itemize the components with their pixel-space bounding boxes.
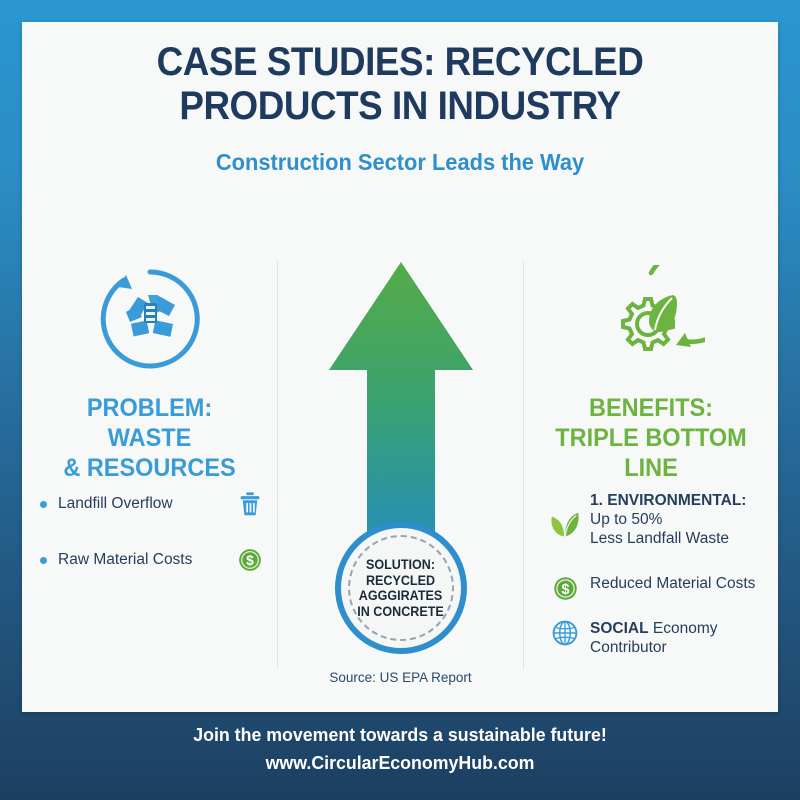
problem-heading-line1: PROBLEM: WASTE — [86, 394, 213, 452]
trash-can-icon — [235, 489, 265, 519]
solution-line2: RECYCLED — [365, 572, 436, 588]
benefits-heading-line1: BENEFITS: — [588, 394, 714, 422]
leaves-icon — [548, 507, 582, 541]
solution-badge: SOLUTION: RECYCLED AGGGIRATES IN CONCRET… — [334, 522, 467, 654]
svg-text:$: $ — [561, 581, 569, 597]
header: CASE STUDIES: RECYCLED PRODUCTS IN INDUS… — [22, 40, 778, 176]
source-note: Source: US EPA Report — [329, 670, 472, 685]
page-subtitle: Construction Sector Leads the Way — [215, 149, 585, 175]
footer: Join the movement towards a sustainable … — [0, 722, 800, 776]
benefit-environmental: 1. ENVIRONMENTAL: Up to 50% Less Landfal… — [548, 491, 778, 548]
solution-line4: IN CONCRETE — [357, 603, 444, 619]
benefit-environmental-detail2: Less Landfall Waste — [590, 530, 730, 547]
up-arrow-icon — [325, 258, 477, 618]
bullet-dot-icon — [40, 500, 47, 508]
footer-website: www.CircularEconomyHub.com — [265, 752, 535, 773]
problem-bullet-label-0: Landfill Overflow — [58, 495, 173, 512]
problem-bullet-label-1: Raw Material Costs — [58, 551, 193, 568]
benefit-number: 1. — [590, 492, 603, 509]
solution-line3: AGGGIRATES — [358, 588, 443, 603]
dollar-coin-icon: $ — [548, 571, 582, 605]
column-divider-right — [523, 260, 524, 670]
benefit-social: SOCIAL Economy Contributor — [548, 616, 778, 657]
benefit-social-detail2: Contributor — [590, 639, 667, 656]
gear-leaf-icon — [597, 247, 740, 373]
solution-line1: SOLUTION: — [365, 557, 436, 572]
benefit-reduced-material-costs: $ Reduced Material Costs — [548, 571, 778, 605]
benefit-social-detail1: Economy — [648, 620, 718, 637]
page-title-line2: PRODUCTS IN INDUSTRY — [179, 84, 621, 128]
content-card: CASE STUDIES: RECYCLED PRODUCTS IN INDUS… — [22, 22, 778, 712]
problem-bullet-raw-material: Raw Material Costs $ — [40, 545, 265, 575]
benefit-environmental-title: ENVIRONMENTAL: — [607, 492, 747, 509]
benefit-social-title: SOCIAL — [590, 620, 649, 637]
bullet-dot-icon — [40, 556, 47, 564]
benefit-environmental-detail1: Up to 50% — [590, 511, 663, 528]
benefit-environmental-body: 1. ENVIRONMENTAL: Up to 50% Less Landfal… — [590, 491, 778, 548]
column-divider-left — [277, 260, 278, 670]
benefits-heading-line2: TRIPLE BOTTOM LINE — [555, 424, 747, 482]
problem-bullet-landfill: Landfill Overflow — [40, 489, 265, 519]
benefit-social-line1: SOCIAL Economy — [590, 619, 778, 638]
benefit-reduced-material-costs-label: Reduced Material Costs — [590, 575, 756, 592]
benefits-heading: BENEFITS: TRIPLE BOTTOM LINE — [532, 393, 771, 483]
problem-heading-line2: & RESOURCES — [63, 454, 236, 482]
benefit-social-body: SOCIAL Economy Contributor — [590, 616, 778, 657]
recycle-circle-icon — [96, 265, 204, 373]
problem-heading: PROBLEM: WASTE & RESOURCES — [30, 393, 270, 483]
dollar-coin-icon: $ — [235, 545, 265, 575]
footer-tagline: Join the movement towards a sustainable … — [193, 724, 607, 745]
solution-badge-text: SOLUTION: RECYCLED AGGGIRATES IN CONCRET… — [354, 557, 448, 619]
svg-text:$: $ — [246, 552, 254, 568]
globe-icon — [548, 616, 582, 650]
benefit-environmental-title-row: 1. ENVIRONMENTAL: — [590, 491, 778, 510]
solution-dashed-ring — [347, 535, 454, 641]
page-title-line1: CASE STUDIES: RECYCLED — [156, 40, 644, 84]
